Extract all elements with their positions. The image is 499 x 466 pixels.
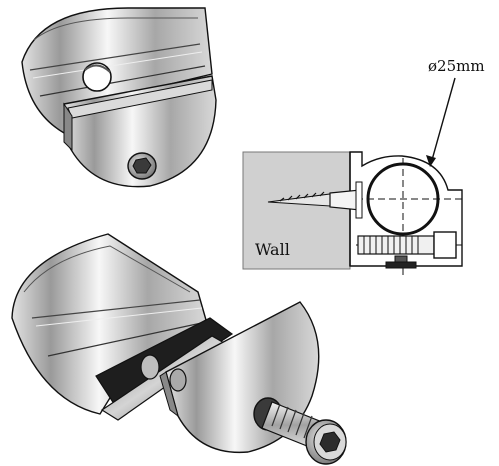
wood-screw — [267, 181, 363, 219]
wall-block — [242, 151, 351, 270]
wall-label: Wall — [255, 240, 290, 259]
bracket-assembled — [21, 7, 217, 188]
section-detail: Wall ø25mm — [242, 57, 485, 276]
exploded-hex-socket-icon — [319, 431, 341, 453]
diameter-arrow-icon — [426, 155, 436, 167]
exploded-bolt — [261, 401, 347, 465]
diameter-label: ø25mm — [428, 57, 485, 75]
mounting-hole — [82, 62, 112, 92]
diameter-leader-line — [431, 77, 456, 161]
hex-socket-icon — [132, 157, 152, 174]
clamp-bolt — [357, 231, 457, 269]
bracket-exploded — [11, 233, 347, 465]
exploded-inner-face — [95, 317, 234, 411]
exploded-back-half — [11, 233, 207, 415]
